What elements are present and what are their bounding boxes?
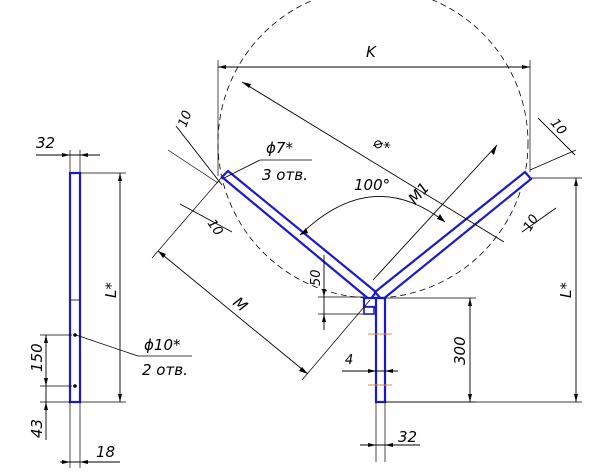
dim-300: 300 [451,336,469,365]
side-hole-lower [73,384,77,388]
note-hole-10-qty: 2 отв. [142,361,188,379]
dim-4: 4 [345,353,353,368]
vertical-leg [374,296,387,404]
left-arm [220,169,378,302]
main-view: K ⌀* M1 100° M 10 10 10 10 [151,0,582,462]
dim-10-right: 10 [521,212,542,234]
dim-18: 18 [96,443,115,461]
dim-phi-star: ⌀* [370,133,394,157]
dim-43: 43 [28,419,46,438]
dim-l-star-left: L* [102,282,120,298]
dim-50: 50 [309,269,324,286]
side-view: 32 L* 150 43 18 ϕ10* 2 отв. [28,134,192,468]
dim-l-star-right: L* [557,282,575,298]
note-hole-7-qty: 3 отв. [262,166,308,184]
right-arm [373,170,533,302]
dim-m1: M1 [405,179,433,208]
side-block [363,306,375,315]
dim-k: K [366,43,377,61]
dim-150: 150 [28,343,46,372]
note-hole-10: ϕ10* [144,336,181,354]
dim-angle: 100° [354,176,390,194]
dim-10-top-left: 10 [176,109,196,130]
side-bar [68,171,82,404]
side-hole-upper [73,333,77,337]
dim-10-top-right: 10 [547,116,569,138]
note-hole-7: ϕ7* [266,139,293,157]
dim-32-side: 32 [36,134,55,152]
dim-10-left: 10 [204,217,226,239]
dim-32-bottom: 32 [398,428,417,446]
